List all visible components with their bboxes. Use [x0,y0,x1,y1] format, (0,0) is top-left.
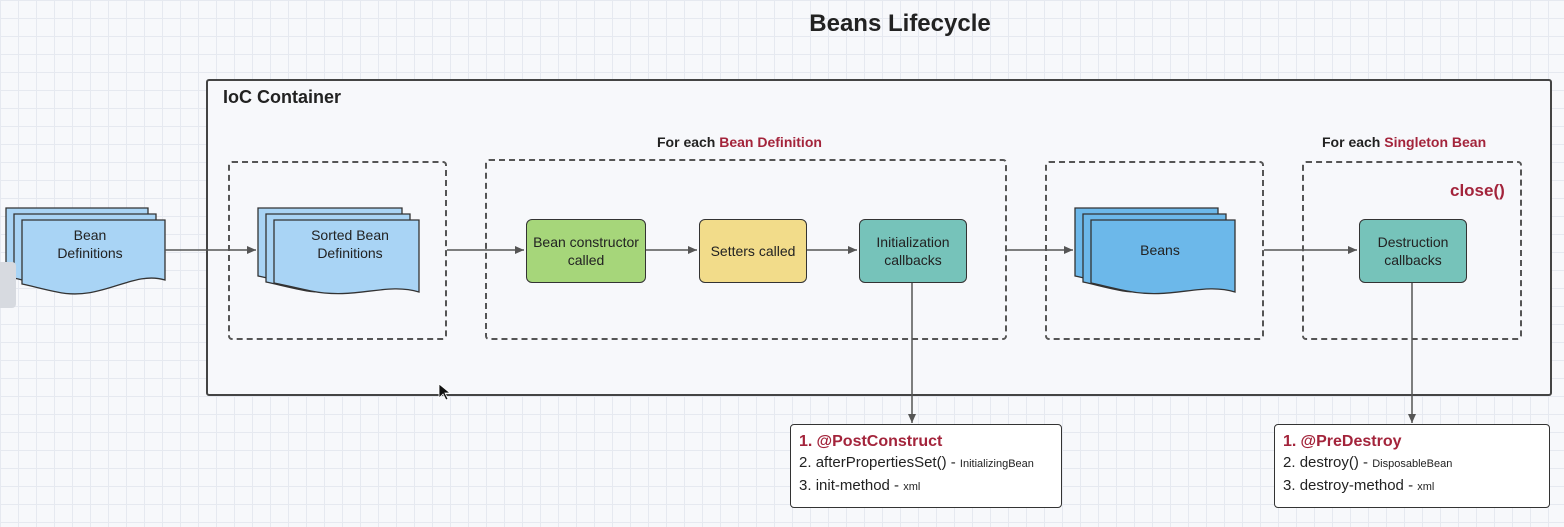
init-callbacks-label: Initialization callbacks [876,234,950,268]
destroy-methods-note: 1. @PreDestroy 2. destroy() - Disposable… [1274,424,1550,508]
destroy-note-item-2: 2. destroy() - DisposableBean [1283,454,1453,471]
beans-label: Beans [1140,242,1180,258]
bean-definitions-label: Bean Definitions [57,227,123,261]
destroy-note-item-3: 3. destroy-method - xml [1283,477,1435,494]
init-methods-note: 1. @PostConstruct 2. afterPropertiesSet(… [790,424,1062,508]
bean-constructor-label: Bean constructor called [533,234,639,268]
bean-definition-group-label: For each Bean Definition [657,134,822,150]
sorted-definitions-label: Sorted Bean Definitions [311,227,389,261]
init-callbacks-box: Initialization callbacks [859,219,967,283]
group-label-prefix: For each [657,134,720,150]
destroy-note-item-1: 1. @PreDestroy [1283,433,1402,450]
bean-definitions-doc-shape [5,207,166,295]
bean-constructor-box: Bean constructor called [526,219,646,283]
diagram-title: Beans Lifecycle [809,10,991,37]
init-note-item-3: 3. init-method - xml [799,477,921,494]
init-note-item-1: 1. @PostConstruct [799,433,943,450]
left-edge-handle[interactable] [0,262,16,308]
destruction-callbacks-box: Destruction callbacks [1359,219,1467,283]
mouse-cursor-icon [438,383,452,401]
destruction-callbacks-label: Destruction callbacks [1377,234,1449,268]
setters-box: Setters called [699,219,807,283]
singleton-bean-group-label: For each Singleton Bean [1322,134,1486,150]
group-label-prefix: For each [1322,134,1385,150]
setters-label: Setters called [710,243,796,259]
group-label-highlight: Singleton Bean [1384,134,1487,150]
close-label: close() [1450,181,1505,200]
init-note-item-2: 2. afterPropertiesSet() - InitializingBe… [799,454,1034,471]
sorted-definitions-doc-shape [257,207,420,295]
ioc-container-label: IoC Container [223,87,342,107]
beans-doc-shape [1074,207,1236,295]
group-label-highlight: Bean Definition [719,134,822,150]
